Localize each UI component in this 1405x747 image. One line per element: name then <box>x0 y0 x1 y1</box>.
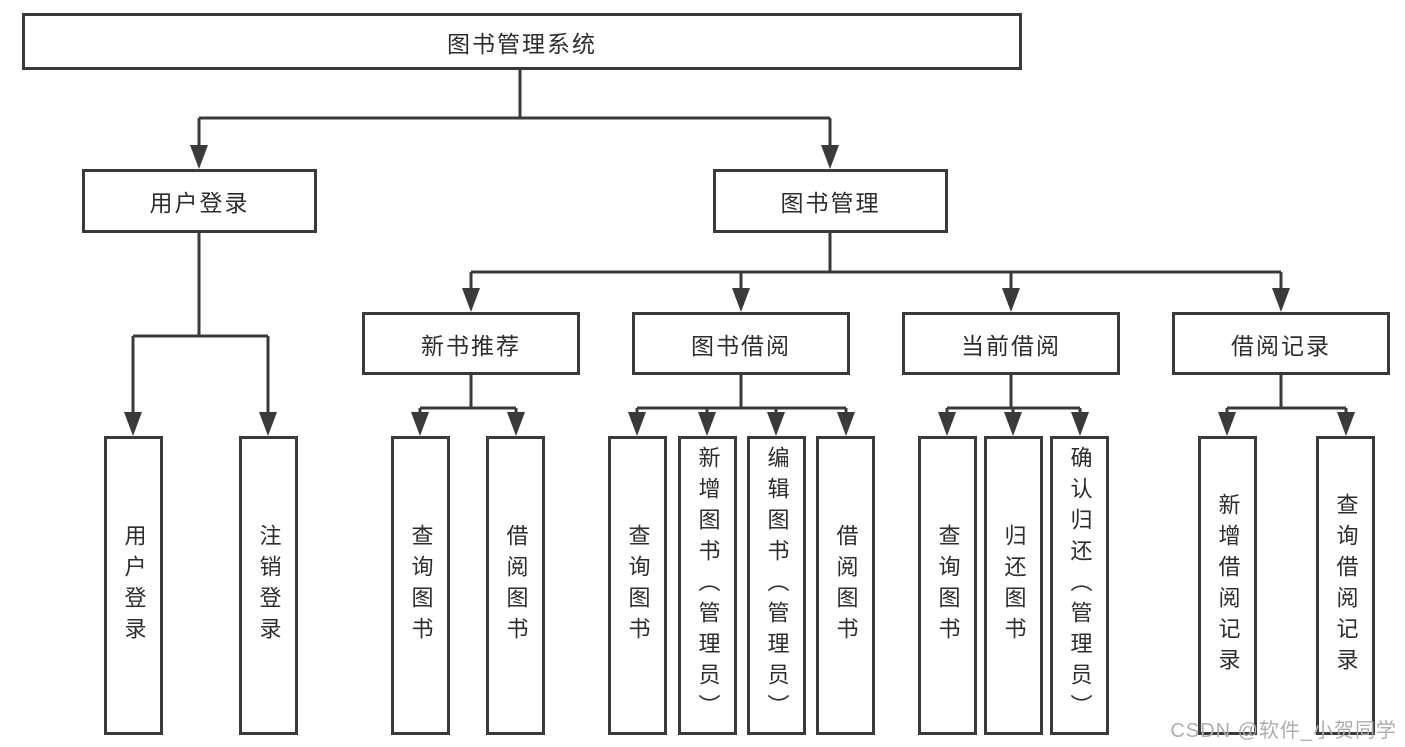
leaf-borrow-books-2-label: 借阅图书 <box>833 523 859 648</box>
leaf-query-books-3-label: 查询图书 <box>935 523 961 648</box>
leaf-query-books-label: 查询图书 <box>408 523 434 648</box>
leaf-borrow-books-label: 借阅图书 <box>503 523 529 648</box>
arrowheads <box>124 145 1355 436</box>
leaf-edit-books-admin: 编辑图书（管理员） <box>747 436 806 735</box>
leaf-query-books-2: 查询图书 <box>608 436 667 735</box>
leaf-edit-books-admin-label: 编辑图书（管理员） <box>764 446 790 725</box>
node-book-management: 图书管理 <box>713 169 948 233</box>
leaf-return-books: 归还图书 <box>984 436 1043 735</box>
node-book-management-label: 图书管理 <box>780 190 881 216</box>
node-user-login-label: 用户登录 <box>149 190 250 216</box>
leaf-logout-login-label: 注销登录 <box>256 523 282 648</box>
node-library-system-label: 图书管理系统 <box>447 30 597 57</box>
leaf-confirm-return-admin-label: 确认归还（管理员） <box>1067 446 1093 725</box>
leaf-query-books-3: 查询图书 <box>918 436 977 735</box>
node-borrow-records-label: 借阅记录 <box>1231 332 1331 359</box>
node-book-borrow-label: 图书借阅 <box>691 332 791 359</box>
leaf-user-login-label: 用户登录 <box>121 523 147 648</box>
node-borrow-records: 借阅记录 <box>1172 312 1390 375</box>
node-new-book-recommend-label: 新书推荐 <box>421 332 521 359</box>
node-current-borrow-label: 当前借阅 <box>961 332 1061 359</box>
leaf-logout-login: 注销登录 <box>239 436 298 735</box>
leaf-borrow-books-2: 借阅图书 <box>816 436 875 735</box>
leaf-query-borrow-record-label: 查询借阅记录 <box>1333 492 1359 679</box>
leaf-add-borrow-record-label: 新增借阅记录 <box>1215 492 1241 679</box>
leaf-user-login: 用户登录 <box>104 436 163 735</box>
csdn-watermark: CSDN @软件_小贺同学 <box>1170 720 1397 742</box>
leaf-borrow-books: 借阅图书 <box>486 436 545 735</box>
node-library-system: 图书管理系统 <box>22 13 1022 70</box>
node-current-borrow: 当前借阅 <box>902 312 1120 375</box>
node-new-book-recommend: 新书推荐 <box>362 312 580 375</box>
leaf-return-books-label: 归还图书 <box>1001 523 1027 648</box>
leaf-confirm-return-admin: 确认归还（管理员） <box>1050 436 1109 735</box>
node-user-login: 用户登录 <box>82 169 317 233</box>
leaf-query-books-2-label: 查询图书 <box>625 523 651 648</box>
leaf-query-books: 查询图书 <box>391 436 450 735</box>
leaf-add-books-admin-label: 新增图书（管理员） <box>695 446 721 725</box>
leaf-add-borrow-record: 新增借阅记录 <box>1198 436 1257 735</box>
node-book-borrow: 图书借阅 <box>632 312 850 375</box>
leaf-add-books-admin: 新增图书（管理员） <box>678 436 737 735</box>
leaf-query-borrow-record: 查询借阅记录 <box>1316 436 1375 735</box>
